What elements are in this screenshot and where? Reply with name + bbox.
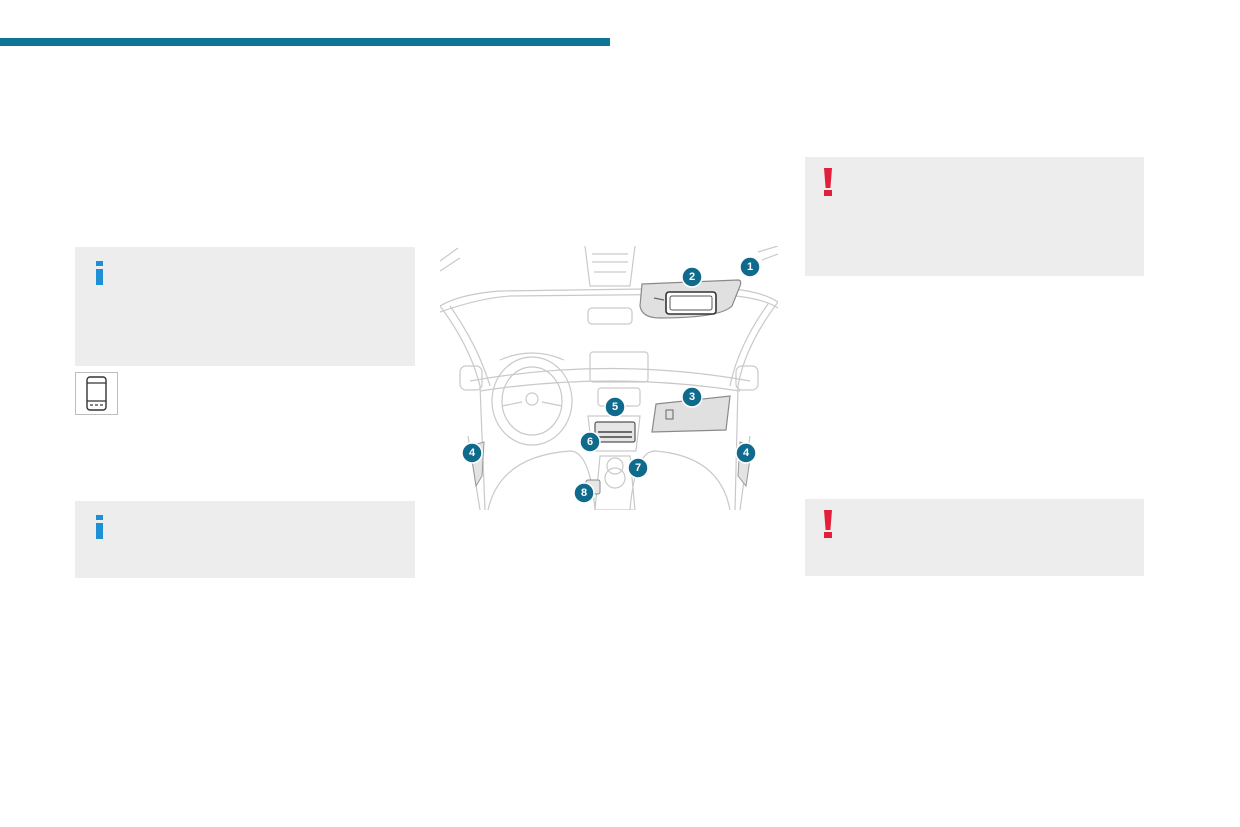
callout-label: 3 — [689, 391, 695, 403]
callout-label: 5 — [612, 401, 618, 413]
callout-label: 8 — [581, 487, 587, 499]
header-accent-bar — [0, 38, 610, 46]
callout-8: 8 — [573, 482, 595, 504]
warning-icon — [824, 168, 832, 196]
warning-note-box — [805, 157, 1144, 276]
center-storage — [594, 421, 636, 443]
callout-3: 3 — [681, 386, 703, 408]
callout-7: 7 — [627, 457, 649, 479]
callout-2: 2 — [681, 266, 703, 288]
sun-visor — [639, 279, 742, 319]
smartphone-icon-box — [75, 372, 118, 415]
smartphone-icon — [86, 376, 107, 411]
callout-label: 1 — [747, 261, 753, 273]
car-interior-illustration: 1 2 3 4 4 5 6 7 8 — [440, 246, 778, 510]
info-icon — [96, 261, 103, 285]
callout-6: 6 — [579, 431, 601, 453]
callout-4-left: 4 — [461, 442, 483, 464]
warning-note-box — [805, 499, 1144, 576]
callout-label: 4 — [743, 447, 750, 459]
callout-label: 2 — [689, 271, 695, 283]
glove-box — [651, 395, 731, 433]
warning-icon — [824, 510, 832, 538]
callout-label: 7 — [635, 462, 641, 474]
callout-4-right: 4 — [735, 442, 757, 464]
callout-label: 6 — [587, 436, 593, 448]
callout-5: 5 — [604, 396, 626, 418]
callout-1: 1 — [739, 256, 761, 278]
callout-label: 4 — [469, 447, 476, 459]
info-note-box — [75, 501, 415, 578]
info-note-box — [75, 247, 415, 366]
info-icon — [96, 515, 103, 539]
